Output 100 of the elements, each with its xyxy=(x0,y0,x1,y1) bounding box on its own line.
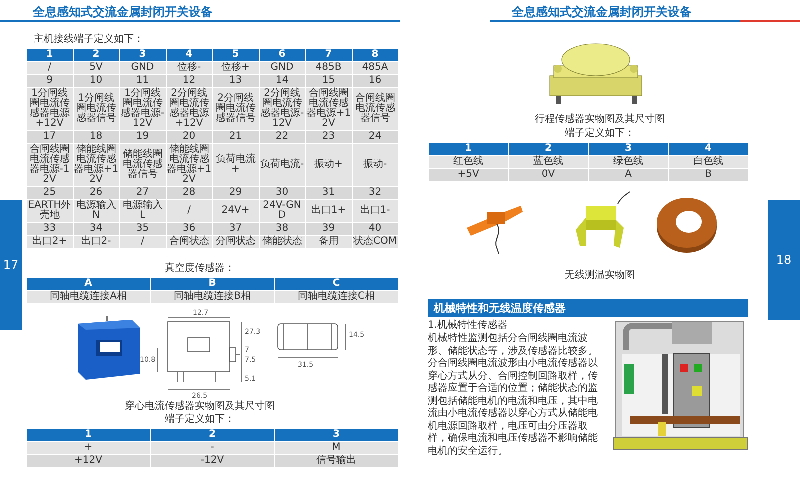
table-cell: 出口1+ xyxy=(306,200,352,222)
table-cell: 振动- xyxy=(352,144,398,186)
table-cell: 485B xyxy=(306,62,352,74)
table-cell: 31 xyxy=(306,186,352,200)
table-cell: 位移- xyxy=(166,62,212,74)
page-title: 全息感知式交流金属封闭开关设备 xyxy=(33,4,213,21)
table-cell: 10 xyxy=(73,74,120,88)
table-cell: 电源输入N xyxy=(73,200,120,222)
table-cell: 状态COM xyxy=(352,236,398,248)
table-cell: 同轴电缆连接C相 xyxy=(274,290,398,304)
table-cell: 备用 xyxy=(306,236,352,248)
table-cell: 信号输出 xyxy=(274,454,398,468)
table-cell: 负荷电流- xyxy=(259,144,306,186)
table-cell: EARTH外壳地 xyxy=(26,200,73,222)
table-cell: 2分闸线圈电流传感器电源+12V xyxy=(166,88,212,130)
table-cell: 34 xyxy=(73,222,120,236)
table-cell: 38 xyxy=(259,222,306,236)
table-header-cell: 7 xyxy=(306,48,352,62)
table-cell: 11 xyxy=(120,74,166,88)
table-cell: 24V+ xyxy=(212,200,259,222)
table-cell: 39 xyxy=(306,222,352,236)
table-cell: 20 xyxy=(166,130,212,144)
table-header-cell: 4 xyxy=(166,48,212,62)
table-header-cell: 8 xyxy=(352,48,398,62)
table-cell: 13 xyxy=(212,74,259,88)
table-cell: 17 xyxy=(26,130,73,144)
table-cell: 合闸线圈电流传感器信号 xyxy=(352,88,398,130)
table-cell: 32 xyxy=(352,186,398,200)
table-cell: 电源输入L xyxy=(120,200,166,222)
table-cell: M xyxy=(274,442,398,454)
table-header-cell: 2 xyxy=(150,428,274,442)
table-cell: 28 xyxy=(166,186,212,200)
table-cell: / xyxy=(166,200,212,222)
page-number: 18 xyxy=(776,253,792,267)
page-number: 17 xyxy=(3,258,19,272)
table-cell: 2分闸线圈电流传感器电源-12V xyxy=(259,88,306,130)
table-cell: 485A xyxy=(352,62,398,74)
table-header-cell: A xyxy=(26,278,150,290)
table-cell: 振动+ xyxy=(306,144,352,186)
table-cell: 19 xyxy=(120,130,166,144)
table-cell: 出口2+ xyxy=(26,236,73,248)
table-cell: 1分闸线圈电流传感器信号 xyxy=(73,88,120,130)
page-number-tab xyxy=(768,200,800,320)
table-cell: 23 xyxy=(306,130,352,144)
table-heading: 端子定义如下： xyxy=(164,414,236,426)
body-paragraph: 机械特性监测包括分合闸线圈电流波形、储能状态等，涉及传感器比较多。分合闸线圈电流波形由小电流传感器以穿心方式从分、合闸控制回路取样，传感器应置于合适的位置；储能状态的监测包括储能电机的电流和电压，其中电流由小电流传感器以穿心方式从储能电机电源回路取样，电压可由分压器取样，确保电流和电压传感器不影响储能电机的安全运行。 xyxy=(428,333,599,458)
table-cell: / xyxy=(120,236,166,248)
table-cell: 33 xyxy=(26,222,73,236)
table-cell: 2分闸线圈电流传感器信号 xyxy=(212,88,259,130)
table-cell: 0V xyxy=(508,168,588,182)
table-cell: 36 xyxy=(166,222,212,236)
table-cell: 合闸状态 xyxy=(166,236,212,248)
table-header-cell: 2 xyxy=(73,48,120,62)
table-cell: 出口2- xyxy=(73,236,120,248)
table-cell: 24V-GND xyxy=(259,200,306,222)
figure-caption: 无线测温实物图 xyxy=(564,270,636,282)
table-cell: GND xyxy=(259,62,306,74)
table-cell: 1分闸线圈电流传感器电源-12V xyxy=(120,88,166,130)
table-cell: 合闸线圈电流传感器电源-12V xyxy=(26,144,73,186)
table-cell: -12V xyxy=(150,454,274,468)
table-header-cell: C xyxy=(274,278,398,290)
table-header-cell: 5 xyxy=(212,48,259,62)
table-cell: 合闸线圈电流传感器电源+12V xyxy=(306,88,352,130)
table-cell: +12V xyxy=(26,454,150,468)
table-cell: 蓝色线 xyxy=(508,156,588,168)
table-cell: 同轴电缆连接A相 xyxy=(26,290,150,304)
table-cell: 白色线 xyxy=(668,156,748,168)
table-heading: 主机接线端子定义如下： xyxy=(34,34,145,46)
table-cell: 负荷电流+ xyxy=(212,144,259,186)
page-number-tab xyxy=(0,200,22,330)
table-cell: 绿色线 xyxy=(588,156,668,168)
page-title: 全息感知式交流金属封闭开关设备 xyxy=(512,4,692,21)
figure-caption: 穿心电流传感器实物图及其尺寸图 xyxy=(124,401,276,413)
table-cell: 储能线圈电流传感器电源+12V xyxy=(73,144,120,186)
table-header-cell: 1 xyxy=(428,142,508,156)
table-header-cell: 3 xyxy=(120,48,166,62)
table-cell: 5V xyxy=(73,62,120,74)
table-header-cell: 1 xyxy=(26,428,150,442)
table-cell: + xyxy=(26,442,150,454)
table-cell: 红色线 xyxy=(428,156,508,168)
table-cell: / xyxy=(26,62,73,74)
table-heading: 端子定义如下： xyxy=(564,128,636,140)
table-cell: 储能线圈电流传感器信号 xyxy=(120,144,166,186)
figure-caption: 行程传感器实物图及其尺寸图 xyxy=(534,114,666,126)
table-cell: B xyxy=(668,168,748,182)
table-cell: - xyxy=(150,442,274,454)
table-cell: 1分闸线圈电流传感器电源+12V xyxy=(26,88,73,130)
table-cell: 储能状态 xyxy=(259,236,306,248)
table-cell: 35 xyxy=(120,222,166,236)
table-header-cell: 2 xyxy=(508,142,588,156)
table-cell: 出口1- xyxy=(352,200,398,222)
table-cell: 14 xyxy=(259,74,306,88)
table-cell: 27 xyxy=(120,186,166,200)
table-cell: 同轴电缆连接B相 xyxy=(150,290,274,304)
table-cell: 16 xyxy=(352,74,398,88)
table-cell: GND xyxy=(120,62,166,74)
table-header-cell: 1 xyxy=(26,48,73,62)
table-cell: 12 xyxy=(166,74,212,88)
table-cell: 25 xyxy=(26,186,73,200)
table-cell: 26 xyxy=(73,186,120,200)
